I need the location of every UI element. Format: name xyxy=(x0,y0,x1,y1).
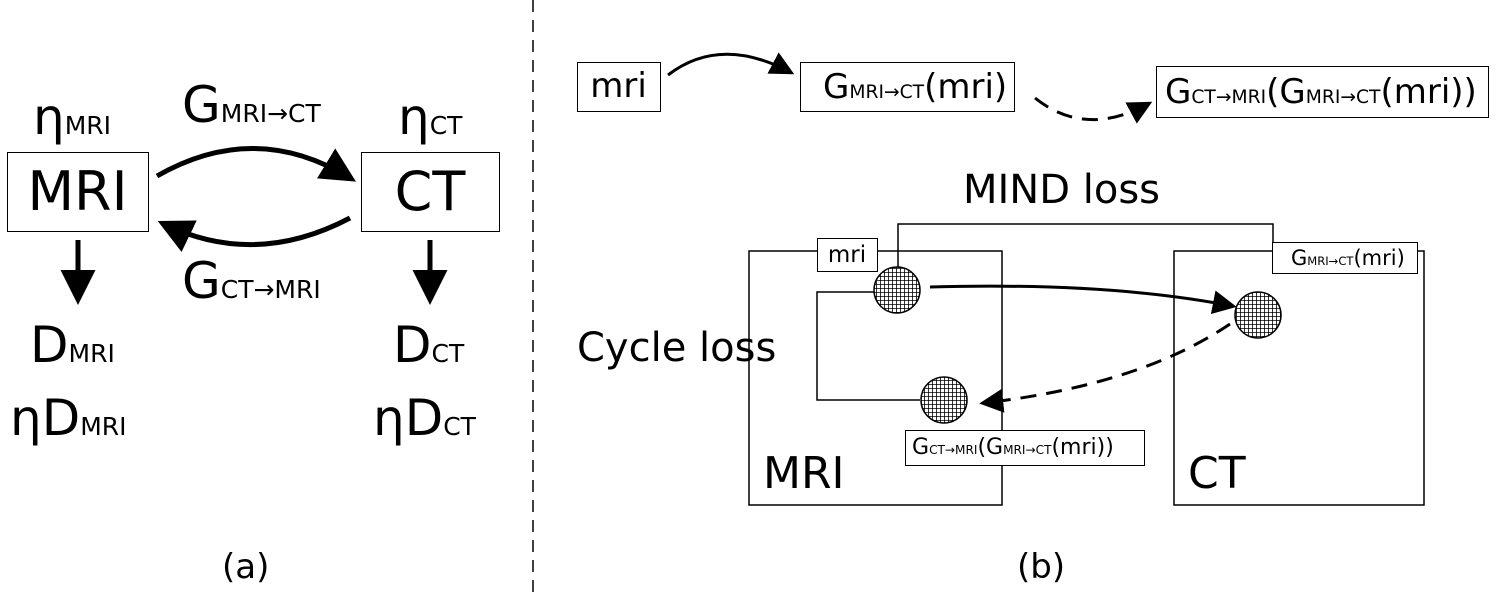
etad-mri-symbol: ηD xyxy=(10,389,81,447)
etad-ct-symbol: ηD xyxy=(373,389,444,447)
mind-loss-label: MIND loss xyxy=(963,167,1161,213)
top-g2-inner-subscript: MRI→CT xyxy=(1305,87,1381,108)
mri-patch-label: mri xyxy=(827,242,867,268)
etad-ct-subscript: CT xyxy=(443,412,476,441)
ct-domain-label: CT xyxy=(1188,448,1246,499)
arrow-mri-to-g1 xyxy=(667,52,795,77)
rec-label-inner-subscript: MRI→CT xyxy=(1003,443,1052,457)
arrow-patch-mri-to-ct xyxy=(929,284,1237,315)
eta-mri-subscript: MRI xyxy=(64,111,112,140)
g-mri-to-ct-label: GMRI→CT xyxy=(182,80,321,130)
patch-mri xyxy=(873,266,921,314)
g-fwd-subscript: MRI→CT xyxy=(220,99,321,128)
etad-mri: ηDMRI xyxy=(10,393,127,443)
d-ct: DCT xyxy=(393,320,464,370)
top-mri-text: mri xyxy=(590,66,647,106)
ct-patch-label-subscript: MRI→CT xyxy=(1307,254,1354,268)
mri-domain-label: MRI xyxy=(763,448,845,499)
top-g1-symbol: G xyxy=(823,67,850,107)
top-g2-close: (mri)) xyxy=(1380,72,1477,112)
top-mri-box: mri xyxy=(577,62,661,112)
arrow-g1-to-g2 xyxy=(1034,96,1153,124)
d-ct-symbol: D xyxy=(393,316,432,374)
ct-node: CT xyxy=(361,152,500,232)
top-g2-inner-symbol: G xyxy=(1279,72,1306,112)
g-ct-to-mri-label: GCT→MRI xyxy=(182,256,321,306)
rec-label-open-paren: ( xyxy=(977,435,987,460)
etad-ct: ηDCT xyxy=(373,393,476,443)
eta-ct-symbol: η xyxy=(398,88,430,146)
g-fwd-symbol: G xyxy=(182,76,221,134)
eta-mri-symbol: η xyxy=(33,88,65,146)
mri-node: MRI xyxy=(7,152,149,232)
top-g2-open-paren: ( xyxy=(1266,72,1280,112)
eta-mri: ηMRI xyxy=(33,92,111,142)
cycle-loss-bracket xyxy=(816,291,920,401)
ct-patch-label: GMRI→CT(mri) xyxy=(1291,248,1405,269)
d-mri: DMRI xyxy=(30,320,115,370)
top-g1-box: GMRI→CT(mri) xyxy=(800,62,1015,112)
d-mri-subscript: MRI xyxy=(68,339,115,368)
g-bwd-subscript: CT→MRI xyxy=(220,275,321,304)
mind-loss-bracket xyxy=(897,223,1274,272)
top-g1-subscript: MRI→CT xyxy=(849,82,925,103)
arrow-g-mri-to-ct xyxy=(155,146,356,182)
rec-label-symbol: G xyxy=(912,435,930,460)
caption-b: (b) xyxy=(1017,547,1066,587)
mri-patch-label-box: mri xyxy=(817,238,878,272)
patch-reconstructed xyxy=(920,376,968,424)
rec-label-close: (mri)) xyxy=(1051,435,1114,460)
rec-label-subscript: CT→MRI xyxy=(929,443,978,457)
rec-label-inner-symbol: G xyxy=(986,435,1004,460)
top-g1-text: GMRI→CT(mri) xyxy=(823,70,1007,104)
top-g2-symbol: G xyxy=(1165,72,1192,112)
top-g2-box: GCT→MRI(GMRI→CT(mri)) xyxy=(1156,66,1489,118)
d-ct-subscript: CT xyxy=(431,339,465,368)
eta-ct: ηCT xyxy=(398,92,462,142)
eta-ct-subscript: CT xyxy=(429,111,463,140)
cycle-loss-label: Cycle loss xyxy=(577,325,777,371)
top-g2-text: GCT→MRI(GMRI→CT(mri)) xyxy=(1165,75,1477,109)
mri-node-label: MRI xyxy=(27,160,128,223)
caption-a: (a) xyxy=(222,547,270,587)
rec-patch-label: GCT→MRI(GMRI→CT(mri)) xyxy=(912,437,1114,459)
rec-patch-label-box: GCT→MRI(GMRI→CT(mri)) xyxy=(905,430,1145,466)
ct-patch-label-box: GMRI→CT(mri) xyxy=(1272,242,1418,274)
etad-mri-subscript: MRI xyxy=(80,412,127,441)
patch-ct xyxy=(1234,291,1282,339)
d-mri-symbol: D xyxy=(30,316,69,374)
top-g1-argument: (mri) xyxy=(924,67,1008,107)
ct-patch-label-argument: (mri) xyxy=(1353,246,1405,270)
g-bwd-symbol: G xyxy=(182,252,221,310)
ct-node-label: CT xyxy=(394,160,466,223)
arrow-patch-ct-to-rec xyxy=(979,322,1231,413)
ct-patch-label-symbol: G xyxy=(1291,246,1308,270)
top-g2-subscript: CT→MRI xyxy=(1191,87,1267,108)
arrow-g-ct-to-mri xyxy=(157,215,352,252)
